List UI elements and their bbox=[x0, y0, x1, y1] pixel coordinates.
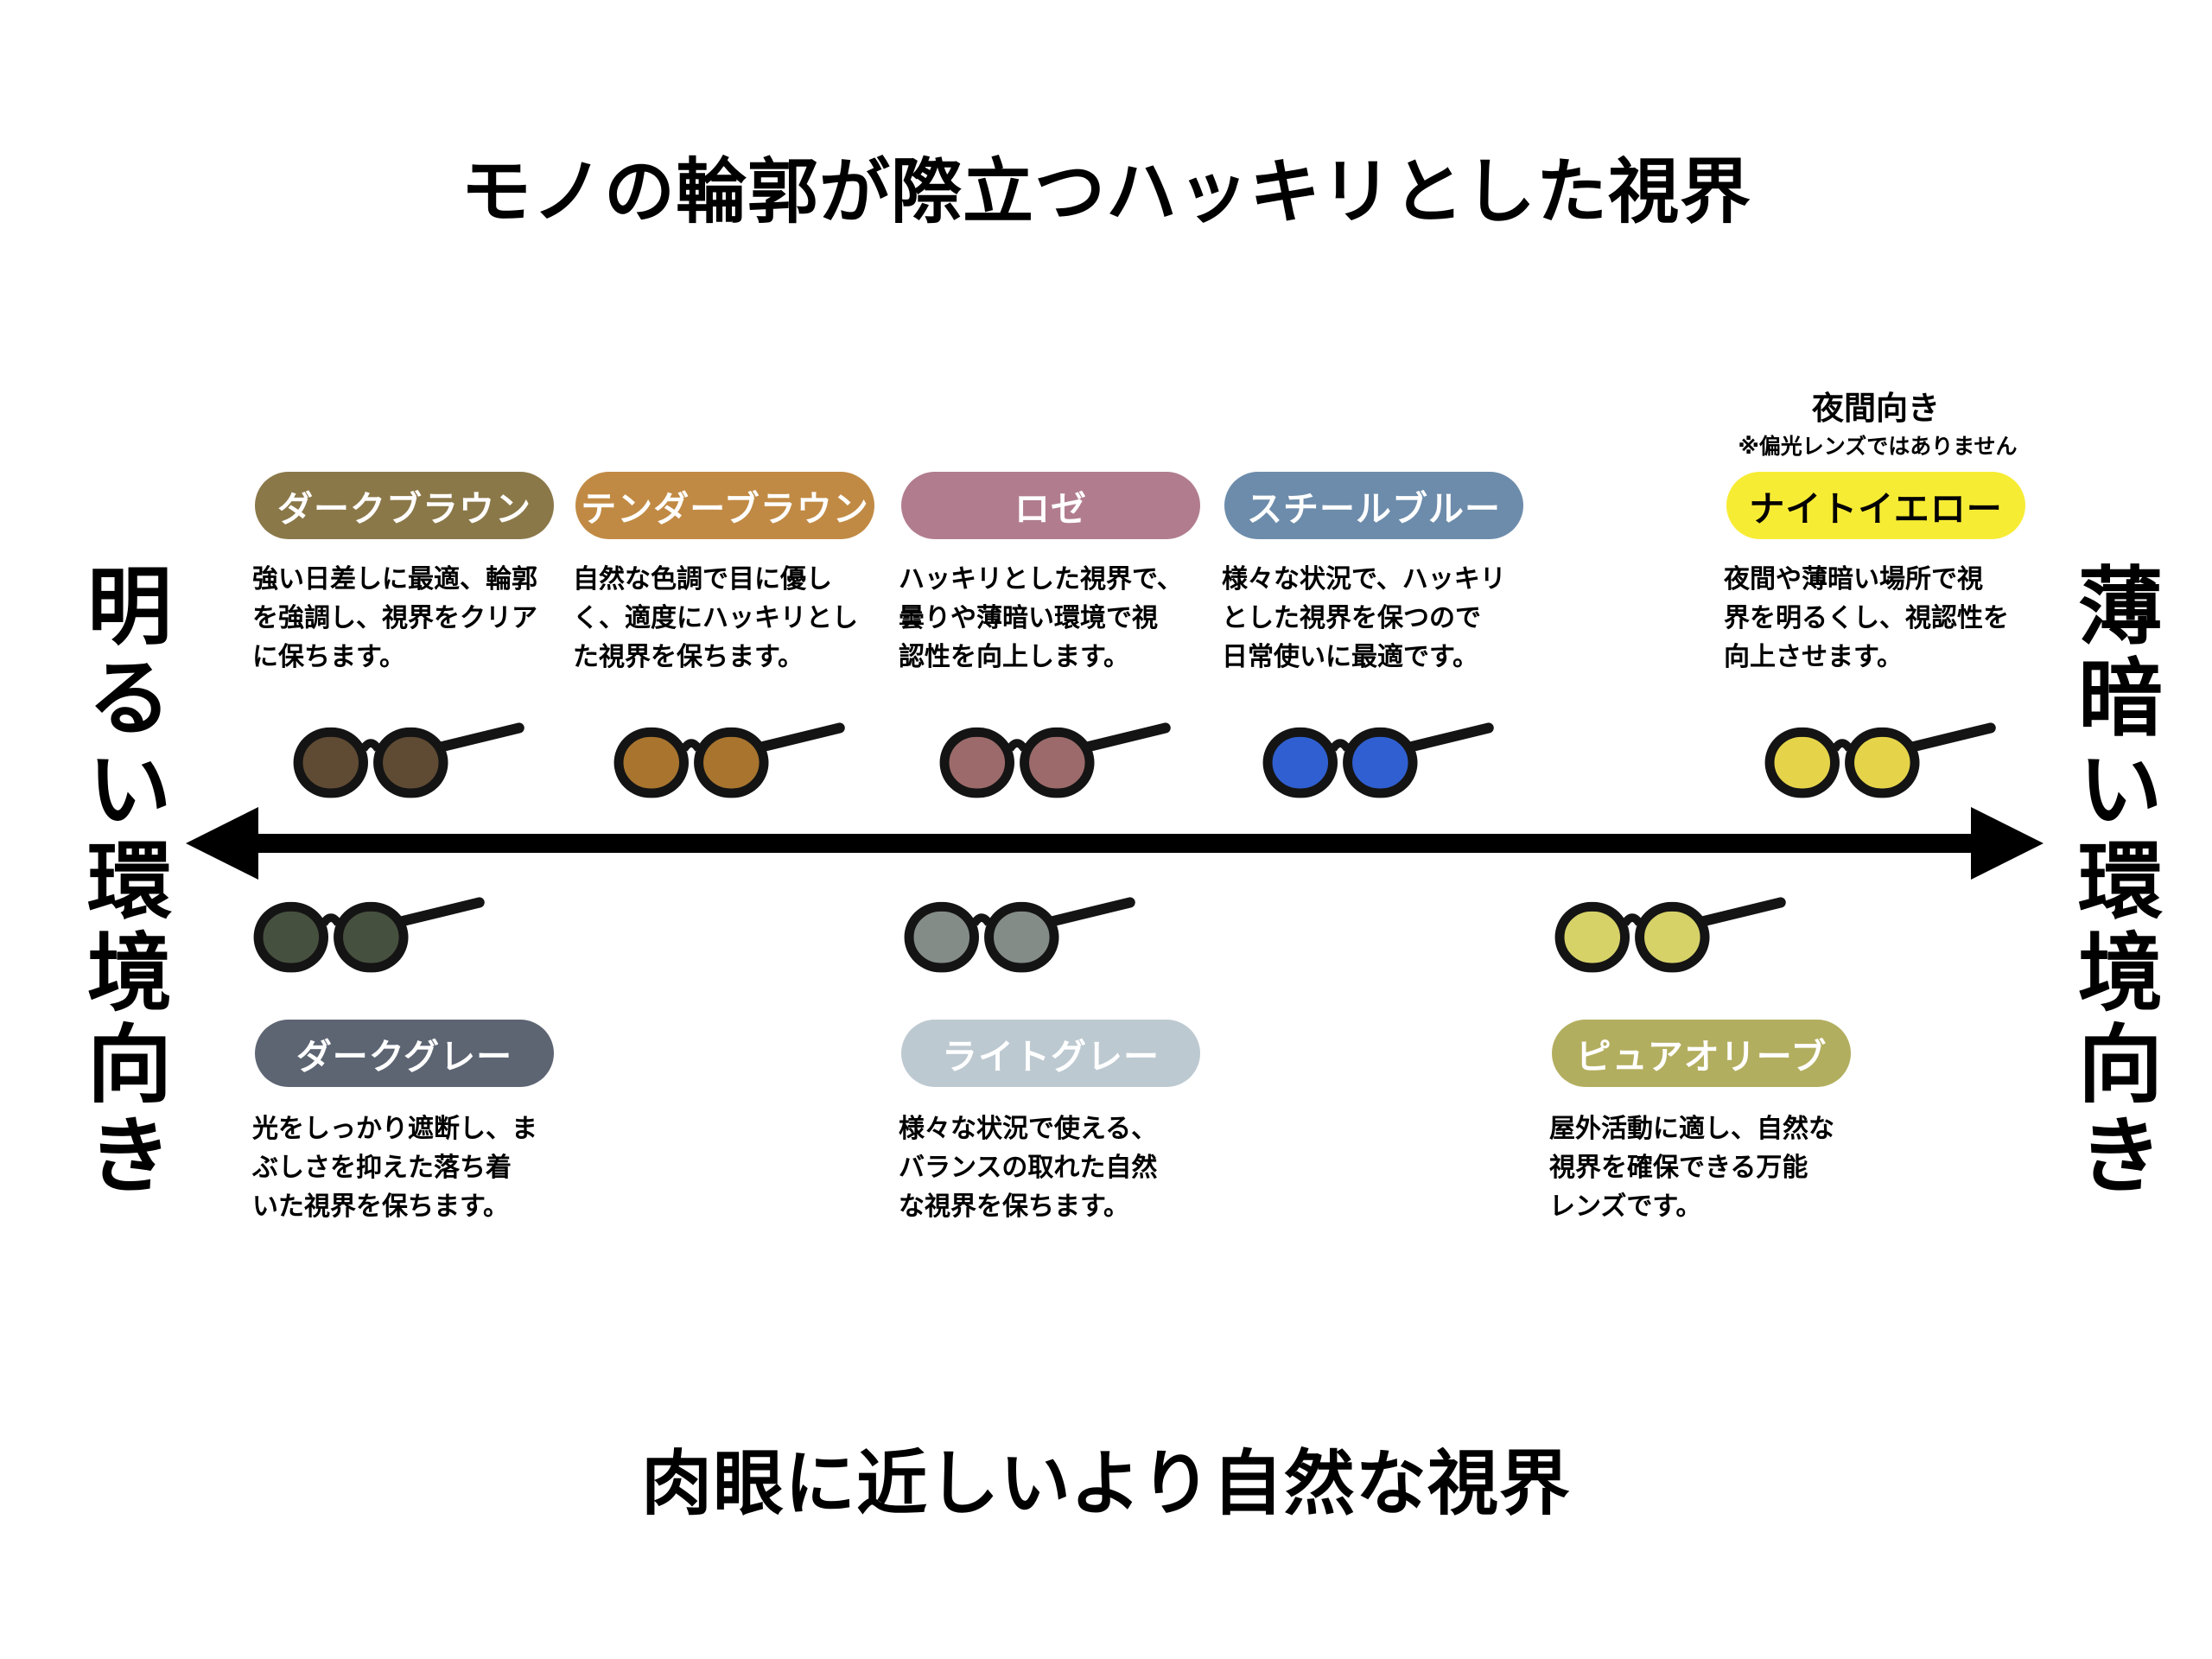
lens-pill-pure-olive: ピュアオリーブ bbox=[1552, 1020, 1851, 1087]
sunglasses-dark-brown bbox=[293, 722, 524, 798]
lens-pill-rose: ロゼ bbox=[901, 472, 1200, 539]
left-lens bbox=[1262, 727, 1338, 798]
sunglasses-steel-blue bbox=[1262, 722, 1494, 798]
bridge bbox=[1006, 739, 1028, 752]
lens-pill-tender-brown: テンダーブラウン bbox=[575, 472, 874, 539]
lens-description-dark-brown: 強い日差しに最適、輪郭 を強調し、視界をクリア に保ちます。 bbox=[252, 564, 537, 672]
bridge bbox=[320, 913, 342, 926]
axis-arrowhead-right bbox=[1971, 807, 2044, 880]
bridge bbox=[970, 913, 993, 926]
lens-description-dark-gray: 光をしっかり遮断し、ま ぶしさを抑えた落ち着 いた視界を保ちます。 bbox=[252, 1114, 537, 1222]
left-lens bbox=[293, 727, 368, 798]
bridge bbox=[1329, 739, 1351, 752]
polarized-lens-note: ※偏光レンズではありません bbox=[1738, 434, 2018, 459]
temple-arm bbox=[396, 897, 485, 927]
temple-arm bbox=[435, 722, 524, 753]
right-lens bbox=[1635, 901, 1710, 973]
right-lens bbox=[984, 901, 1059, 973]
axis-label-dim-environment: 薄暗い環境向き bbox=[2063, 562, 2162, 1203]
night-use-heading: 夜間向き bbox=[1812, 390, 1940, 427]
lens-description-tender-brown: 自然な色調で目に優し く、適度にハッキリとし た視界を保ちます。 bbox=[573, 564, 858, 672]
left-lens bbox=[939, 727, 1014, 798]
sunglasses-tender-brown bbox=[613, 722, 845, 798]
lens-description-night-yellow: 夜間や薄暗い場所で視 界を明るくし、視認性を 向上させます。 bbox=[1724, 564, 2009, 672]
lens-pill-dark-brown: ダークブラウン bbox=[255, 472, 554, 539]
sunglasses-light-gray bbox=[904, 897, 1135, 973]
lens-description-rose: ハッキリとした視界で、 曇りや薄暗い環境で視 認性を向上します。 bbox=[899, 564, 1183, 672]
left-lens bbox=[253, 901, 328, 973]
left-lens bbox=[904, 901, 979, 973]
page-title-bottom: 肉眼に近しいより自然な視界 bbox=[641, 1443, 1571, 1525]
temple-arm bbox=[1405, 722, 1494, 753]
temple-arm bbox=[1046, 897, 1135, 927]
left-lens bbox=[1554, 901, 1630, 973]
right-lens bbox=[1845, 727, 1920, 798]
page-title-top: モノの輪郭が際立つハッキリとした視界 bbox=[460, 151, 1751, 233]
bridge bbox=[680, 739, 702, 752]
left-lens bbox=[1764, 727, 1840, 798]
temple-arm bbox=[756, 722, 845, 753]
lens-description-pure-olive: 屋外活動に適し、自然な 視界を確保できる万能 レンズです。 bbox=[1549, 1114, 1834, 1222]
axis-label-bright-environment: 明るい環境向き bbox=[73, 562, 171, 1203]
left-lens bbox=[613, 727, 689, 798]
right-lens bbox=[373, 727, 448, 798]
right-lens bbox=[1020, 727, 1095, 798]
bridge bbox=[1621, 913, 1643, 926]
axis-arrowhead-left bbox=[186, 807, 258, 880]
lens-description-light-gray: 様々な状況で使える、 バランスの取れた自然 な視界を保ちます。 bbox=[899, 1114, 1158, 1222]
temple-arm bbox=[1082, 722, 1171, 753]
right-lens bbox=[1343, 727, 1418, 798]
lens-pill-night-yellow: ナイトイエロー bbox=[1726, 472, 2025, 539]
sunglasses-rose bbox=[939, 722, 1171, 798]
temple-arm bbox=[1907, 722, 1996, 753]
lens-pill-dark-gray: ダークグレー bbox=[255, 1020, 554, 1087]
temple-arm bbox=[1697, 897, 1786, 927]
right-lens bbox=[694, 727, 769, 798]
lens-pill-steel-blue: スチールブルー bbox=[1224, 472, 1523, 539]
bridge bbox=[1831, 739, 1853, 752]
sunglasses-pure-olive bbox=[1554, 897, 1786, 973]
sunglasses-dark-gray bbox=[253, 897, 485, 973]
lens-pill-light-gray: ライトグレー bbox=[901, 1020, 1200, 1087]
sunglasses-night-yellow bbox=[1764, 722, 1996, 798]
lens-description-steel-blue: 様々な状況で、ハッキリ とした視界を保つので 日常使いに最適です。 bbox=[1222, 564, 1506, 672]
right-lens bbox=[334, 901, 409, 973]
environment-axis-arrow bbox=[186, 807, 2044, 880]
bridge bbox=[359, 739, 382, 752]
